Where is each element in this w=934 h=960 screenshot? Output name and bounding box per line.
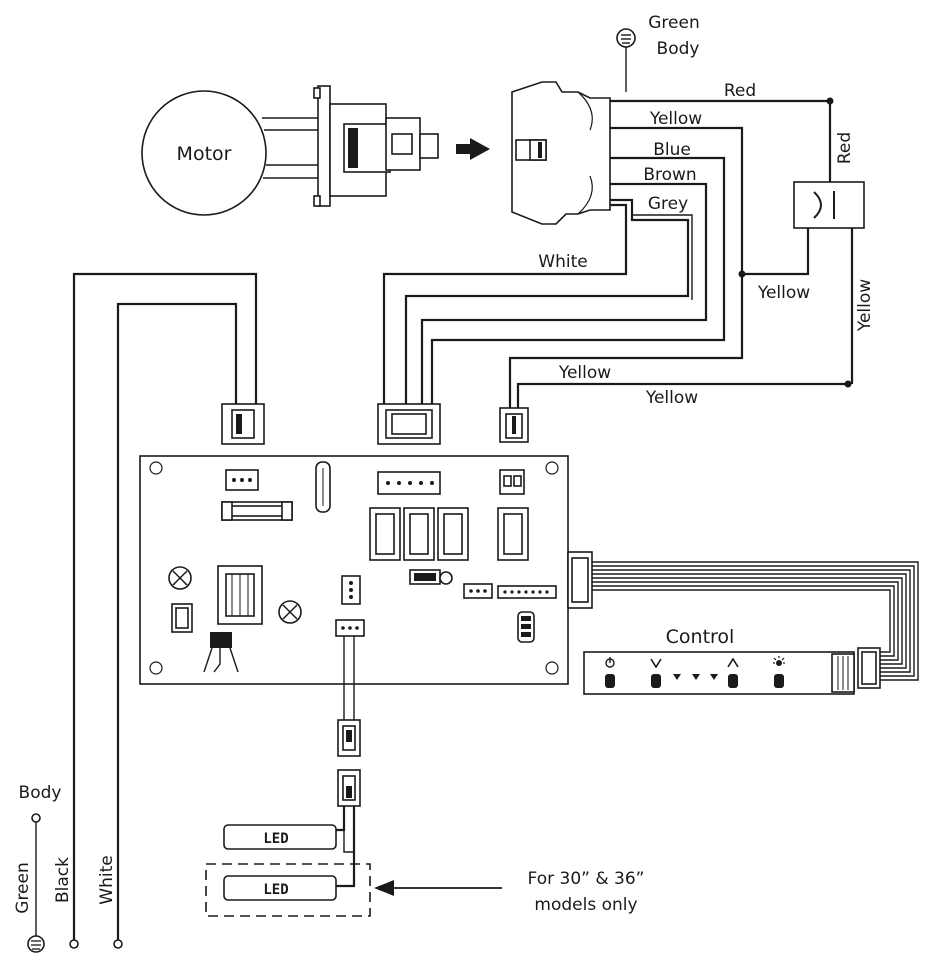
power-terminals: Body Green Black White: [13, 783, 123, 953]
note-arrow-icon: [374, 880, 502, 896]
light-icon[interactable]: [773, 656, 785, 688]
black-label: Black: [53, 857, 73, 903]
wire-yellow-cap-label: Yellow: [757, 283, 810, 303]
wire-yellow-label: Yellow: [649, 109, 702, 129]
capacitor: [793, 181, 865, 229]
green-label: Green: [13, 862, 33, 913]
control-label: Control: [666, 626, 735, 648]
capacitor-board-plug: [499, 407, 529, 443]
wire-blue-label: Blue: [653, 140, 691, 160]
chevron-down-icon[interactable]: [650, 658, 662, 688]
wire-yellow-2-label: Yellow: [558, 363, 611, 383]
ground-symbol-icon: [616, 28, 636, 48]
white-label: White: [97, 855, 117, 904]
indicator-dots: [673, 674, 718, 680]
motor: Motor: [141, 90, 267, 216]
wire-brown-label: Brown: [643, 165, 696, 185]
led-wiring: [336, 636, 361, 888]
motor-label: Motor: [177, 143, 232, 165]
connection-arrow-icon: [456, 138, 490, 160]
note-line-1: For 30” & 36”: [528, 869, 645, 889]
wire-yellow-3-label: Yellow: [645, 388, 698, 408]
wire-red-label: Red: [724, 81, 756, 101]
chevron-up-icon[interactable]: [727, 657, 739, 688]
power-plug: [221, 403, 265, 445]
led-strip-1: LED: [223, 824, 337, 850]
body-label: Body: [19, 783, 62, 803]
motor-board-plug: [377, 403, 441, 445]
motor-leads: [262, 117, 318, 179]
ribbon-cable: [567, 551, 919, 689]
led-2-label: LED: [263, 882, 288, 898]
note-line-2: models only: [534, 895, 637, 915]
wire-grey-label: Grey: [648, 194, 688, 214]
power-wires: [72, 272, 258, 940]
motor-connector: [511, 81, 611, 225]
power-icon[interactable]: [605, 657, 615, 688]
led-1-label: LED: [263, 831, 288, 847]
wire-yellow-side-label: Yellow: [855, 279, 875, 332]
led-strip-2: LED: [205, 863, 371, 917]
wire-white-label: White: [538, 252, 587, 272]
motor-wires: [382, 97, 854, 408]
wire-red-side-label: Red: [835, 132, 855, 164]
control-panel: Control: [583, 626, 855, 695]
green-body-label: Green: [648, 13, 699, 33]
motor-plug: [313, 85, 439, 207]
ground-bottom-icon: [27, 935, 45, 953]
green-body-label-2: Body: [657, 39, 700, 59]
